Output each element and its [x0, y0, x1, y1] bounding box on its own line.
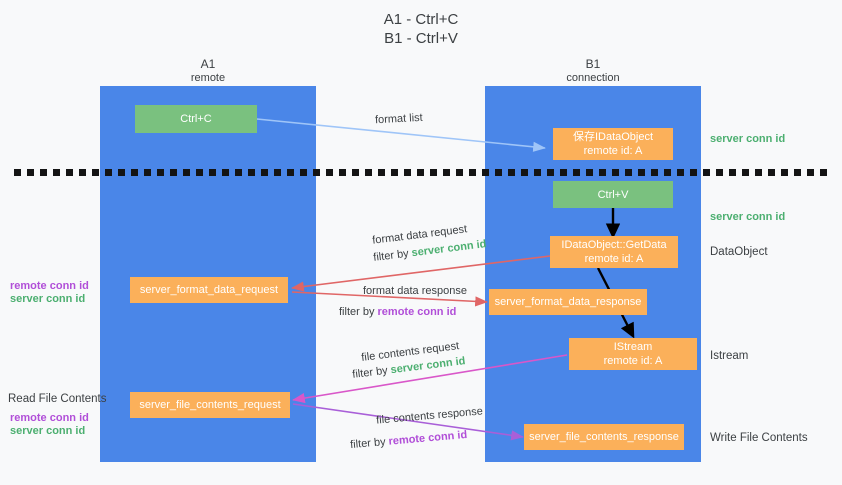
node-server-file-contents-response-label: server_file_contents_response	[529, 431, 679, 443]
annot-server-conn-id-2: server conn id	[10, 424, 85, 438]
annot-server-conn-id-1-text: server conn id	[10, 293, 86, 305]
node-server-file-contents-request[interactable]: server_file_contents_request	[130, 392, 290, 418]
node-getdata-line2: remote id: A	[584, 253, 644, 265]
filter-by-prefix: filter by	[349, 435, 390, 452]
edge-label-format-list: format list	[375, 111, 423, 127]
annot-server-conn-id-2-text: server conn id	[10, 425, 86, 437]
node-getdata-line1: IDataObject::GetData	[561, 239, 667, 251]
annot-remote-conn-id-1: remote conn id	[10, 279, 89, 293]
annot-remote-conn-id-2: remote conn id	[10, 411, 89, 425]
annot-write-file-contents: Write File Contents	[710, 431, 808, 445]
annot-istream: Istream	[710, 349, 748, 363]
node-ctrl-c-label: Ctrl+C	[180, 113, 212, 125]
annot-dataobject-text: DataObject	[710, 246, 768, 258]
edge-label-file-contents-response: file contents response	[376, 404, 484, 427]
node-save-dataobject-line1: 保存IDataObject	[572, 131, 654, 143]
filter-by-prefix: filter by	[339, 306, 378, 318]
lane-header-a1: A1 remote	[100, 57, 316, 85]
edge-label-format-data-response: format data response	[363, 284, 467, 298]
annot-remote-conn-id-1-text: remote conn id	[10, 280, 89, 292]
edge-label-format-data-response-filter: filter by remote conn id	[339, 305, 456, 319]
filter-key-remote-conn-id: remote conn id	[388, 428, 468, 448]
annot-remote-conn-id-2-text: remote conn id	[10, 412, 89, 424]
annot-istream-text: Istream	[710, 350, 749, 362]
node-ctrl-v-label: Ctrl+V	[597, 188, 629, 201]
node-save-dataobject-line2: remote id: A	[583, 145, 643, 157]
node-idataobject-getdata[interactable]: IDataObject::GetData remote id: A	[550, 236, 678, 268]
node-server-format-data-response-label: server_format_data_response	[494, 296, 642, 308]
annot-write-file-contents-text: Write File Contents	[710, 432, 808, 444]
node-save-dataobject[interactable]: 保存IDataObject remote id: A	[553, 128, 673, 160]
node-server-file-contents-response[interactable]: server_file_contents_response	[524, 424, 684, 450]
page-title: A1 - Ctrl+C B1 - Ctrl+V	[0, 10, 842, 48]
node-server-format-data-request-label: server_format_data_request	[139, 284, 279, 296]
node-server-format-data-response[interactable]: server_format_data_response	[489, 289, 647, 315]
lane-header-b1: B1 connection	[485, 57, 701, 85]
edge-label-format-data-response-text: format data response	[363, 285, 467, 297]
edge-label-file-contents-response-filter: filter by remote conn id	[350, 428, 468, 452]
node-ctrl-c[interactable]: Ctrl+C	[135, 105, 257, 133]
filter-by-prefix: filter by	[372, 247, 413, 264]
annot-server-conn-id-1: server conn id	[10, 292, 85, 306]
dashed-divider	[14, 169, 828, 176]
annot-server-conn-id-mid-text: server conn id	[710, 211, 786, 223]
annot-dataobject: DataObject	[710, 245, 768, 259]
lane-header-a1-sub: remote	[190, 72, 226, 84]
filter-by-prefix: filter by	[351, 364, 392, 381]
lane-header-a1-name: A1	[200, 57, 216, 71]
annot-read-file-contents-text: Read File Contents	[8, 393, 107, 405]
annot-server-conn-id-top-text: server conn id	[710, 133, 786, 145]
node-istream[interactable]: IStream remote id: A	[569, 338, 697, 370]
filter-key-remote-conn-id: remote conn id	[377, 306, 457, 318]
node-server-format-data-request[interactable]: server_format_data_request	[130, 277, 288, 303]
node-istream-line2: remote id: A	[603, 355, 663, 367]
annot-server-conn-id-top: server conn id	[710, 132, 785, 146]
lane-header-b1-name: B1	[585, 57, 601, 71]
annot-server-conn-id-mid: server conn id	[710, 210, 785, 224]
title-line-2: B1 - Ctrl+V	[384, 30, 458, 47]
annot-read-file-contents: Read File Contents	[8, 392, 106, 406]
node-istream-line1: IStream	[613, 341, 653, 353]
edge-label-file-contents-response-text: file contents response	[375, 405, 484, 427]
lane-header-b1-sub: connection	[566, 72, 620, 84]
edge-label-format-list-text: format list	[374, 111, 423, 127]
node-ctrl-v[interactable]: Ctrl+V	[553, 181, 673, 208]
title-line-1: A1 - Ctrl+C	[383, 11, 459, 28]
node-server-file-contents-request-label: server_file_contents_request	[139, 399, 281, 411]
